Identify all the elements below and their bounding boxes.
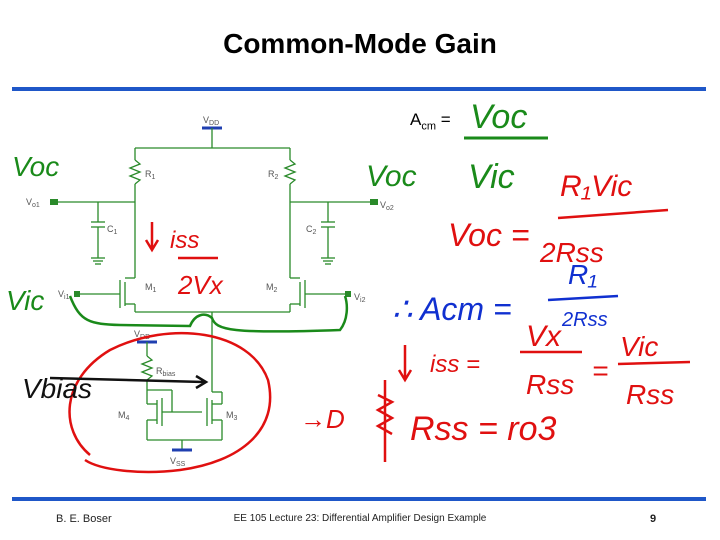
r1-label: R1 <box>145 169 156 181</box>
vi2-terminal <box>345 291 351 297</box>
vic-denominator: Vic <box>468 158 515 196</box>
vic-left-label: Vic <box>6 285 44 316</box>
acm-label: Acm = <box>410 110 451 133</box>
vo1-terminal <box>50 199 58 205</box>
rss-resistor-sketch <box>375 380 395 462</box>
vi1-terminal <box>74 291 80 297</box>
vdd-label: VDD <box>203 115 219 127</box>
schematic <box>58 126 370 452</box>
r2-label: R2 <box>268 169 279 181</box>
page-title: Common-Mode Gain <box>223 28 497 59</box>
second-equals: = <box>592 355 608 386</box>
red-annotations: iss 2Vx R₁Vic Voc = 2Rss iss = Vx Rss = … <box>170 170 674 448</box>
c2-label: C2 <box>306 224 317 236</box>
rss-equals-ro3: Rss = ro3 <box>410 410 557 448</box>
voc-eq-label: Voc = <box>448 217 530 253</box>
bottom-divider <box>12 497 706 501</box>
m1-label: M1 <box>145 282 157 294</box>
rss-denominator-2: Rss <box>626 379 674 410</box>
acm-result-label: ∴ Acm = <box>392 291 512 327</box>
vi2-label: Vi2 <box>354 292 366 304</box>
rss-denominator: Rss <box>526 369 574 400</box>
vo1-label: Vo1 <box>26 197 40 209</box>
iss-label: iss <box>170 227 199 254</box>
voc-left-label: Voc <box>12 151 59 182</box>
footer-course: EE 105 Lecture 23: Differential Amplifie… <box>233 513 487 524</box>
footer-author: B. E. Boser <box>56 513 112 525</box>
iss-arrow <box>144 222 160 253</box>
voc-right-label: Voc <box>366 160 417 193</box>
blue-annotations: ∴ Acm = R₁ 2Rss <box>392 259 608 331</box>
acm-numerator: R₁ <box>568 259 597 290</box>
arrow-d-label: →D <box>300 404 345 434</box>
green-annotations: Voc Vic Voc Voc Vic <box>6 98 527 316</box>
vx-numerator: Vx <box>526 320 562 353</box>
voc-fraction-bar <box>557 208 669 220</box>
vo2-terminal <box>370 199 378 205</box>
vic-numerator-2: Vic <box>620 331 658 362</box>
two-vx-label: 2Vx <box>177 270 224 300</box>
vic-fraction-bar <box>617 360 691 366</box>
m2-label: M2 <box>266 282 278 294</box>
c1-label: C1 <box>107 224 118 236</box>
iss-down-arrow <box>397 345 413 383</box>
rbias-label: Rbias <box>156 366 176 378</box>
red-strokes <box>68 208 691 474</box>
bias-circle <box>68 331 272 474</box>
top-divider <box>12 87 706 91</box>
acm-result-fraction-bar <box>547 294 619 302</box>
m4-label: M4 <box>118 410 130 422</box>
schematic-labels: VDD R1 R2 Vo1 Vo2 C1 C2 Vi1 Vi2 M1 M2 VD… <box>26 115 394 468</box>
vss-label: VSS <box>170 456 186 468</box>
footer-page-number: 9 <box>650 513 657 525</box>
fraction-denominator: 2Rss <box>539 237 604 268</box>
vi1-label: Vi1 <box>58 289 70 301</box>
vbias-arrow <box>49 374 209 390</box>
vo2-label: Vo2 <box>380 200 394 212</box>
vic-tie-wire <box>68 295 349 333</box>
iss-eq-label: iss = <box>430 351 480 378</box>
acm-denominator: 2Rss <box>561 309 608 331</box>
m3-label: M3 <box>226 410 238 422</box>
voc-numerator: Voc <box>470 98 527 136</box>
fraction-numerator: R₁Vic <box>560 170 632 203</box>
